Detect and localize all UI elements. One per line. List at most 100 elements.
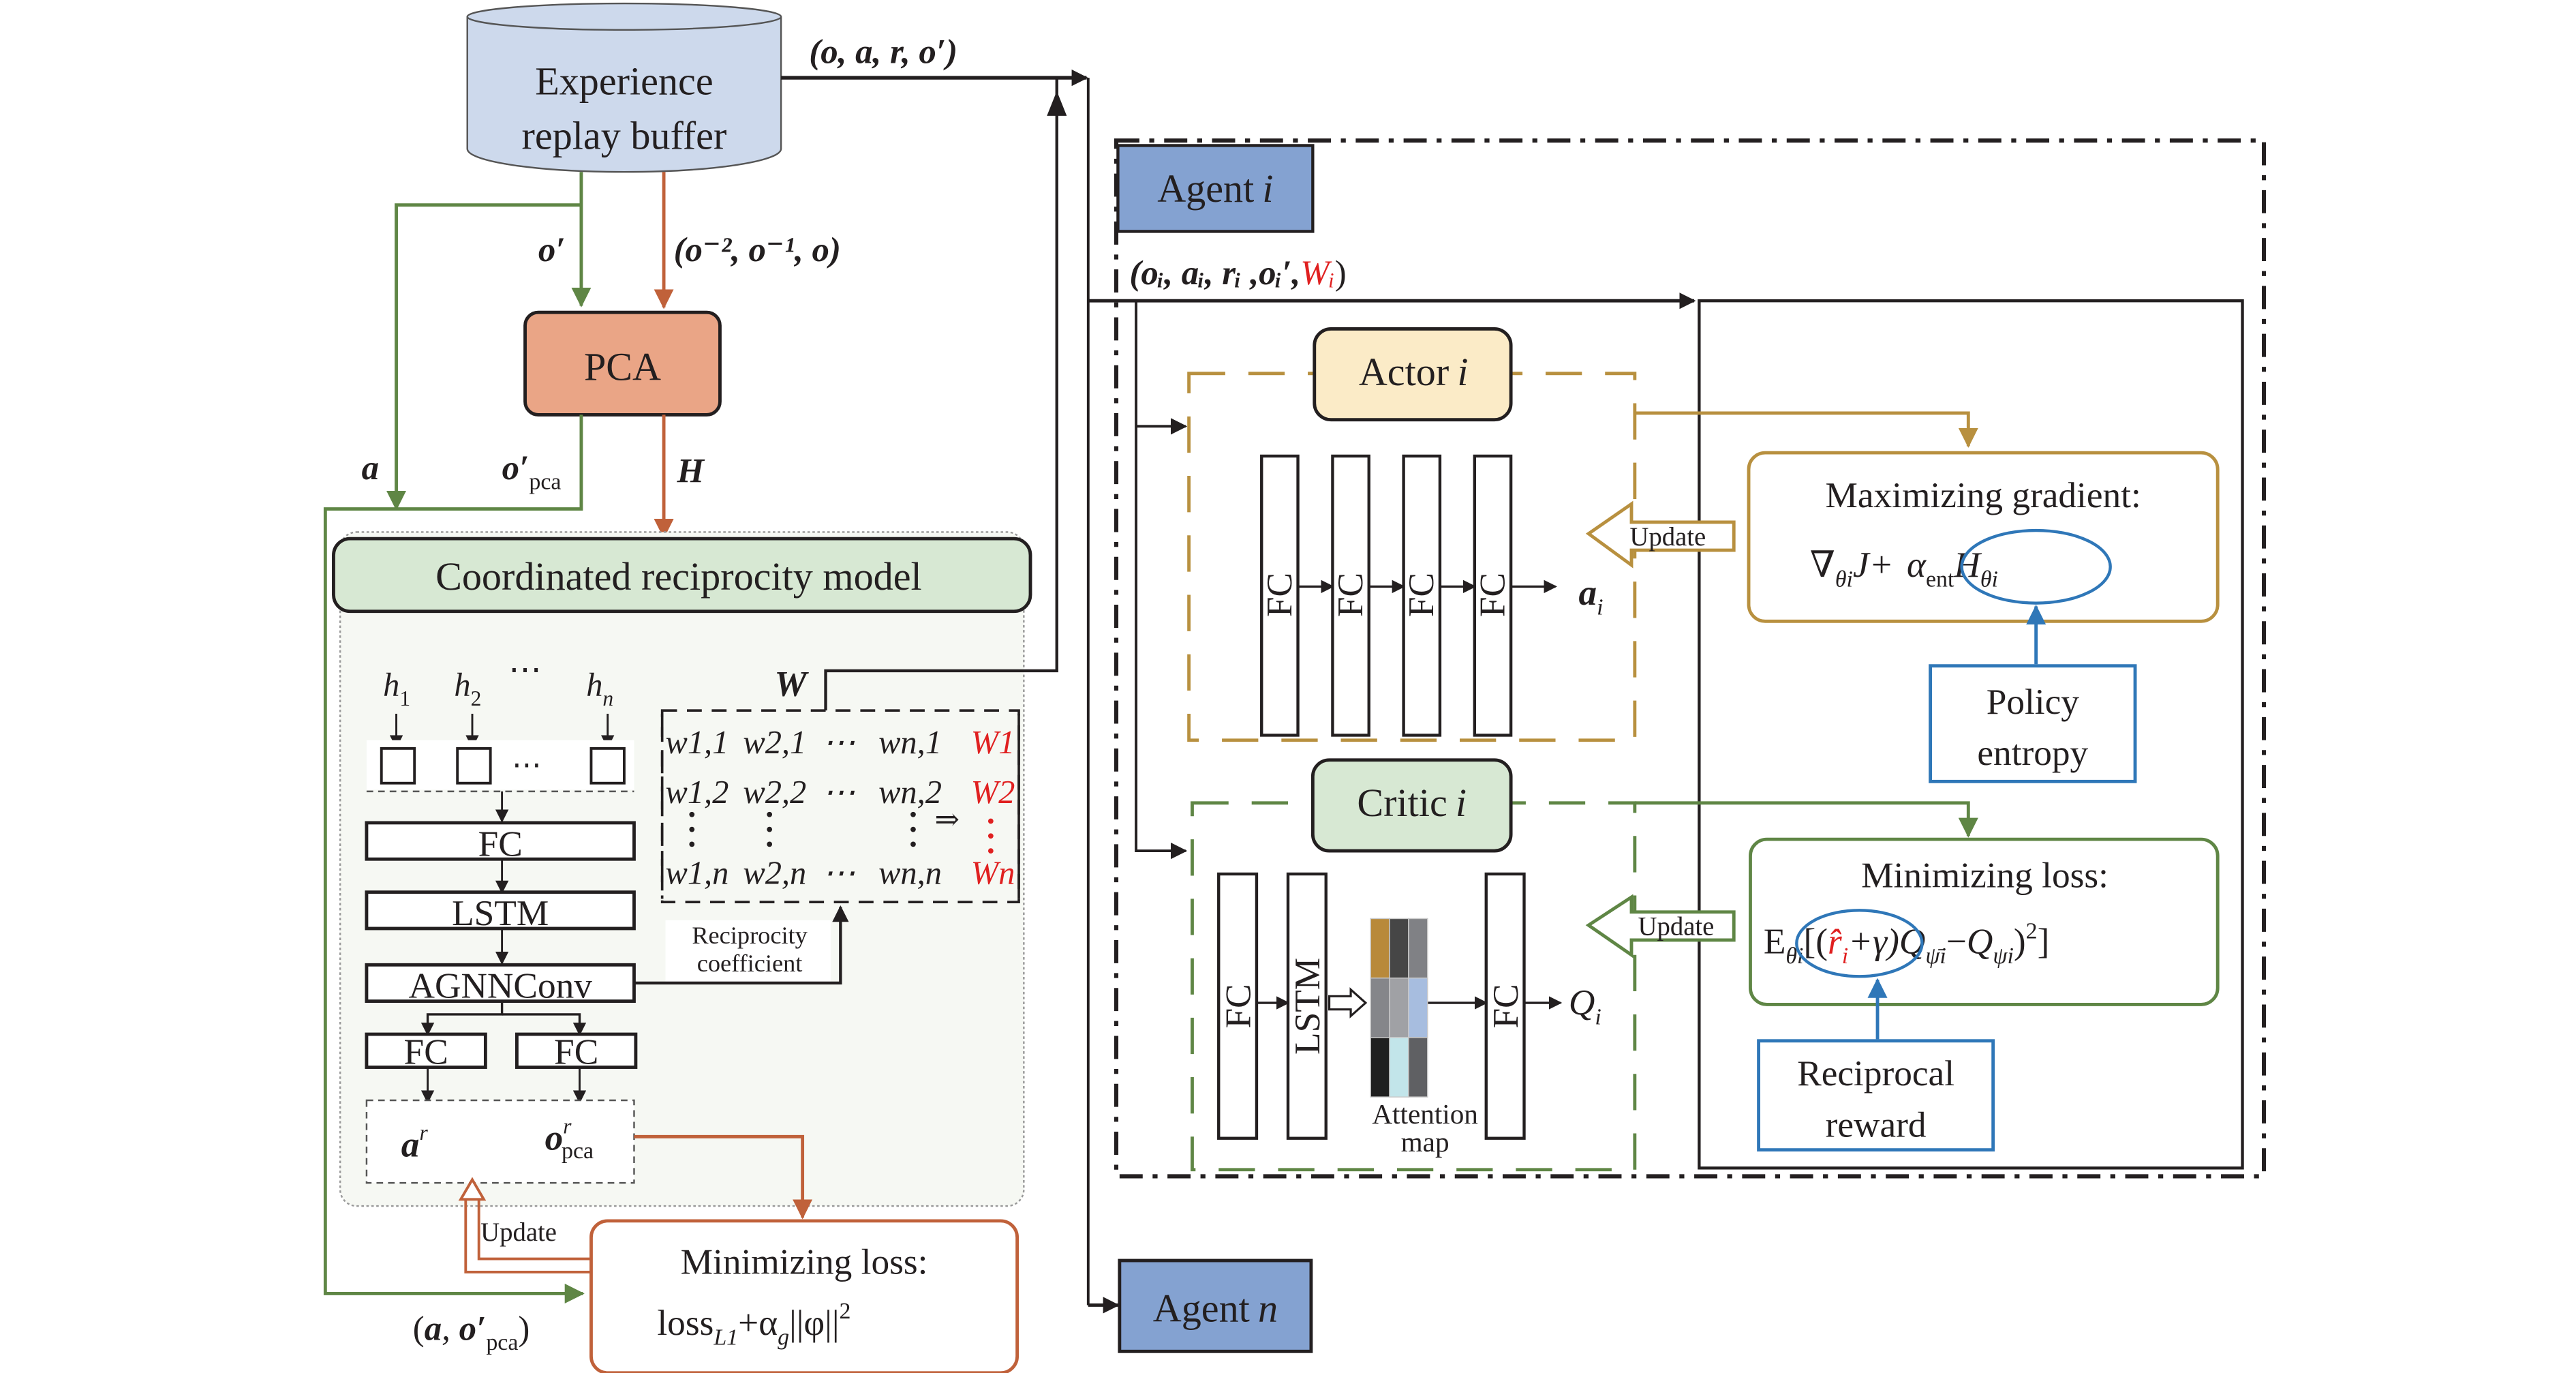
buffer-label-line2: replay buffer [522, 113, 727, 157]
attention-cell [1389, 1037, 1409, 1098]
optimization-panel [1698, 299, 2244, 1170]
reward-ellipse [1795, 909, 1924, 978]
h2-label: h2 [454, 667, 481, 710]
actor-layer-1 [1260, 454, 1300, 737]
crm-head-fc-1 [365, 1032, 487, 1069]
critic-layer-label-1: FC [1218, 984, 1258, 1028]
actor-update-arrow: Update [1585, 500, 1736, 569]
hn-label: hn [586, 667, 613, 710]
vertical-dots [689, 811, 994, 854]
attention-label-2: map [1401, 1126, 1450, 1158]
implies-arrow: ⇒ [934, 804, 960, 836]
crm-lstm-label: LSTM [452, 893, 549, 933]
W-label: W [774, 663, 809, 704]
actor-layer-4 [1473, 454, 1513, 737]
actor-frame [1187, 372, 1637, 742]
crm-loss-block: Minimizing loss: lossL1+αg||φ||2 [589, 1219, 1019, 1373]
box-ellipsis: ⋯ [512, 749, 542, 782]
crm-fc-layer [365, 821, 636, 861]
crm-loss-title: Minimizing loss: [681, 1241, 928, 1282]
max-gradient-block: Maximizing gradient: ∇θiJ+αentHθi [1747, 451, 2220, 623]
crm-outputs [365, 1099, 635, 1184]
crm-head-fc-2-label: FC [554, 1032, 598, 1072]
critic-update-arrow: Update [1585, 894, 1736, 959]
edge-label-history: (o⁻², o⁻¹, o) [674, 231, 841, 269]
edge-buffer-to-agents: (o, a, r, o′) [781, 33, 1090, 1306]
attention-cell [1408, 1037, 1428, 1098]
critic-layer-1 [1217, 872, 1259, 1140]
actor-layer-label-2: FC [1330, 573, 1370, 617]
h-ellipsis: ⋯ [508, 652, 541, 689]
critic-frame [1191, 801, 1637, 1172]
agent-i-input-label: (oᵢ, aᵢ, rᵢ ,oᵢ′,Wᵢ) [1129, 254, 1346, 292]
h1-label: h1 [383, 667, 410, 710]
attention-cell [1370, 1037, 1390, 1098]
crm-agnnconv-layer [365, 963, 636, 1004]
attention-cell [1370, 918, 1390, 979]
max-gradient-title: Maximizing gradient: [1825, 475, 2141, 515]
h-inputs: h1 h2 ⋯ hn ⋯ [366, 652, 634, 793]
critic-loss-title: Minimizing loss: [1861, 855, 2109, 895]
crm-loss-formula: lossL1+αg||φ||2 [657, 1299, 850, 1351]
critic-output: Qi [1569, 982, 1601, 1030]
edge-o-prime: o′ [386, 172, 592, 511]
output-a-r: ar [401, 1121, 429, 1164]
attention-cell [1408, 977, 1428, 1038]
edge-label-oaro: (o, a, r, o′) [809, 33, 957, 71]
attention-cell [1408, 918, 1428, 979]
edge-history: (o⁻², o⁻¹, o) [654, 172, 841, 310]
edge-label-H: H [676, 453, 705, 491]
actor-layer-2 [1331, 454, 1370, 737]
crm-update-arrow: Update [458, 1177, 592, 1273]
actor-update-label: Update [1629, 522, 1706, 552]
reciprocal-reward-line1: Reciprocal [1797, 1053, 1954, 1093]
reciprocal-reward-line2: reward [1826, 1104, 1927, 1145]
critic-layer-label-2: LSTM [1287, 958, 1328, 1055]
edge-label-o-pca: o′pca [502, 449, 562, 495]
actor-layer-label-3: FC [1401, 573, 1441, 617]
policy-entropy-block: Policy entropy [1929, 664, 2137, 783]
max-gradient-formula: ∇θiJ+αentHθi [1810, 545, 1998, 592]
critic-layers: FC LSTM FC [1217, 872, 1563, 1140]
crm-update-label: Update [480, 1218, 557, 1247]
policy-entropy-line1: Policy [1987, 682, 2080, 722]
actor-output: ai [1578, 573, 1603, 620]
edge-H: H [654, 414, 705, 539]
critic-loss-block: Minimizing loss: Eθi[(r̂i+γ)Qψ̄i−Qψi)2] [1749, 837, 2220, 1006]
pca-label: PCA [584, 345, 661, 389]
attention-cell [1370, 977, 1390, 1038]
crm-head-fc-2 [515, 1032, 638, 1069]
reciprocal-reward-block: Reciprocal reward [1757, 1039, 1995, 1152]
reciprocity-label-1: Reciprocity [692, 922, 808, 949]
edge-label-a: a [362, 449, 379, 487]
actor-layer-3 [1402, 454, 1442, 737]
attention-cell [1389, 918, 1409, 979]
critic-layer-label-3: FC [1486, 984, 1526, 1028]
reciprocity-label-2: coefficient [697, 950, 803, 977]
critic-loss-formula: Eθi[(r̂i+γ)Qψ̄i−Qψi)2] [1764, 919, 2050, 969]
critic-update-label: Update [1638, 912, 1714, 941]
crm-title: Coordinated reciprocity model [435, 554, 922, 599]
actor-layer-label-4: FC [1472, 573, 1512, 617]
crm-agnnconv-label: AGNNConv [408, 966, 592, 1006]
actor-layer-label-1: FC [1259, 573, 1300, 617]
entropy-ellipse [1960, 528, 2112, 605]
edge-label-o-prime: o′ [538, 231, 566, 269]
actor-layers: FC FC FC FC [1259, 454, 1557, 737]
crm-fc-label: FC [478, 824, 523, 864]
experience-replay-buffer: Experience replay buffer [466, 2, 782, 173]
edge-label-a-opca: (a, o′pca) [413, 1310, 530, 1355]
buffer-label-line1: Experience [535, 59, 713, 103]
edge-o-pca: a o′pca [323, 414, 585, 1304]
